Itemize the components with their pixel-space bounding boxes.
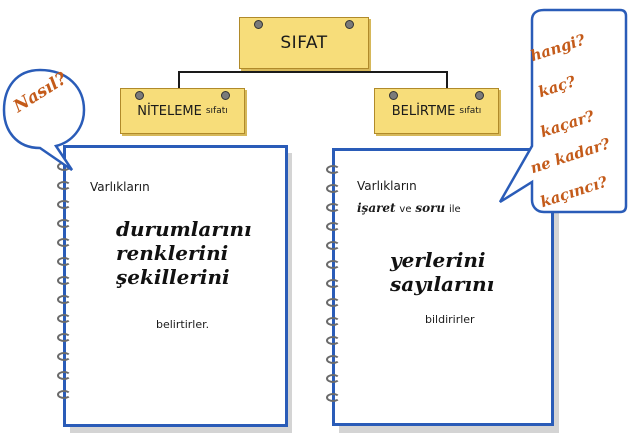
left-spiral-binding xyxy=(57,162,75,409)
right-item-yerlerini: yerlerini xyxy=(390,248,486,272)
niteleme-suffix: sıfatı xyxy=(205,106,228,116)
right-item-sayilarini: sayılarını xyxy=(390,272,495,296)
belirtme-suffix: sıfatı xyxy=(459,106,482,116)
right-line2: işaret ve soru ile xyxy=(357,201,461,215)
left-item-durumlarini: durumlarını xyxy=(116,217,252,241)
connector-horizontal xyxy=(179,71,448,73)
right-notebook-card: Varlıkların işaret ve soru ile yerlerini… xyxy=(326,148,554,426)
connector-root-down xyxy=(302,66,304,72)
pin-icon xyxy=(135,91,144,100)
pin-icon xyxy=(389,91,398,100)
right-line2-ile: ile xyxy=(448,204,461,215)
connector-right-down xyxy=(446,71,448,89)
left-speech-bubble xyxy=(2,68,86,172)
right-speech-bubble xyxy=(498,8,628,214)
niteleme-title: NİTELEME xyxy=(137,103,202,119)
right-ending: bildirirler xyxy=(425,313,475,326)
right-line2-ve: ve xyxy=(399,204,412,215)
pin-icon xyxy=(345,20,354,29)
right-spiral-binding xyxy=(326,165,344,412)
left-ending: belirtirler. xyxy=(156,318,210,331)
left-intro: Varlıkların xyxy=(90,180,150,194)
connector-left-down xyxy=(178,71,180,89)
belirtme-node: BELİRTME sıfatı xyxy=(374,88,499,134)
left-notebook-card: Varlıkların durumlarını renklerini şekil… xyxy=(57,145,288,427)
niteleme-node: NİTELEME sıfatı xyxy=(120,88,245,134)
left-item-renklerini: renklerini xyxy=(116,241,229,265)
right-line2-soru: soru xyxy=(415,201,446,215)
belirtme-title: BELİRTME xyxy=(391,103,456,119)
right-intro: Varlıkların xyxy=(357,179,417,193)
right-line2-isaret: işaret xyxy=(357,201,396,215)
pin-icon xyxy=(475,91,484,100)
root-label: SIFAT xyxy=(280,33,328,53)
root-node: SIFAT xyxy=(239,17,369,69)
pin-icon xyxy=(254,20,263,29)
left-item-sekillerini: şekillerini xyxy=(116,265,230,289)
pin-icon xyxy=(221,91,230,100)
